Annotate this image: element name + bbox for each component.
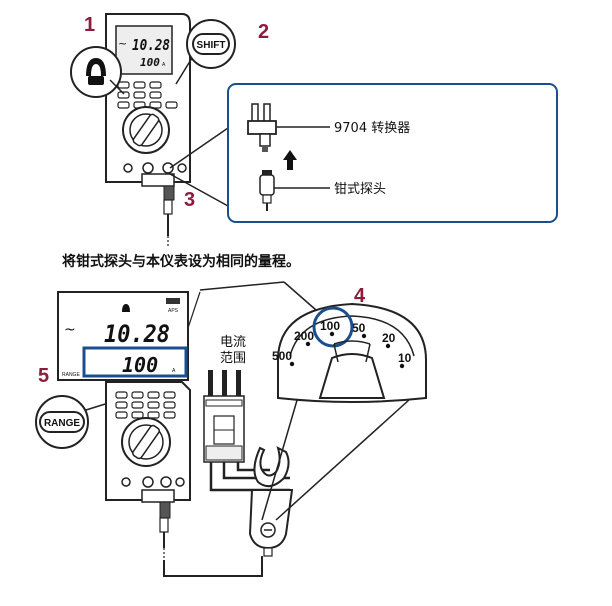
bottom-adapter-plug	[141, 489, 175, 560]
bottom-reading-sub: 100	[122, 353, 158, 377]
probe-cable	[163, 556, 263, 577]
bottom-wave-icon: ~	[64, 322, 76, 338]
dial-knob	[318, 340, 386, 399]
up-arrow-icon	[283, 150, 297, 170]
top-meter-terminals[interactable]	[123, 162, 187, 174]
bottom-meter-rotary-dial[interactable]	[121, 417, 171, 467]
adapter-callout: 9704 转换器 钳式探头	[169, 83, 558, 223]
bottom-unit: A	[172, 368, 176, 374]
top-meter-button-grid[interactable]	[117, 81, 178, 109]
probe-label: 钳式探头	[334, 182, 386, 197]
step-1-label: 1	[84, 14, 95, 36]
bottom-clamp-mini-icon	[122, 304, 130, 312]
top-meter: ~ 10.28 100 A	[105, 13, 191, 246]
bottom-meter-terminals[interactable]	[121, 476, 185, 488]
dial-value-10: 10	[398, 351, 412, 365]
adapter-9704	[247, 103, 330, 152]
bottom-reading-main: 10.28	[104, 320, 170, 348]
top-meter-reading-sub: 100	[140, 56, 160, 69]
aps-tag: APS	[168, 308, 179, 314]
top-adapter-plug	[141, 173, 175, 246]
dial-value-20: 20	[382, 331, 396, 345]
step-4-label: 4	[354, 285, 366, 307]
dial-value-50: 50	[352, 321, 366, 335]
probe-plug	[259, 170, 330, 211]
step-5-label: 5	[38, 365, 49, 387]
top-meter-unit: A	[162, 62, 166, 68]
top-meter-rotary-dial[interactable]	[122, 106, 170, 154]
clamp-probe	[248, 389, 421, 557]
range-tag: RANGE	[62, 372, 80, 378]
dial-value-100: 100	[320, 319, 340, 333]
dial-value-200: 200	[294, 329, 314, 343]
bottom-display-panel: APS ~ 10.28 100 A RANGE	[57, 281, 317, 383]
range-button[interactable]: RANGE	[35, 395, 119, 449]
current-range-label-line2: 范围	[220, 351, 246, 366]
adapter-label: 9704 转换器	[334, 121, 410, 136]
instruction-caption: 将钳式探头与本仪表设为相同的量程。	[62, 253, 300, 270]
selected-range-highlight	[312, 306, 354, 348]
bottom-meter-button-grid[interactable]	[115, 391, 176, 419]
bottom-meter	[105, 381, 191, 560]
shift-button-label: SHIFT	[197, 40, 226, 51]
clamp-icon	[70, 46, 125, 98]
step-2-label: 2	[258, 21, 269, 43]
shift-button[interactable]: SHIFT	[175, 19, 236, 85]
dial-value-500: 500	[272, 349, 292, 363]
top-meter-reading-main: 10.28	[132, 36, 170, 54]
top-meter-display	[115, 25, 173, 75]
step-3-label: 3	[184, 189, 195, 211]
top-meter-wave-icon: ~	[118, 37, 127, 50]
probe-range-dial: 500 200 100 50 20 10	[272, 302, 427, 403]
range-highlight	[82, 346, 188, 378]
current-range-label-line1: 电流	[220, 335, 246, 350]
circuit-breaker	[203, 370, 290, 492]
range-button-label: RANGE	[44, 418, 80, 429]
